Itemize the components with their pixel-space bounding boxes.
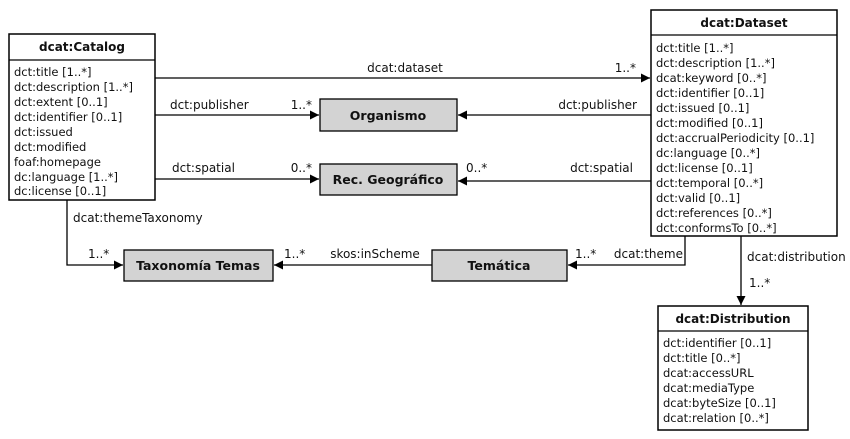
dataset-attr: dct:accrualPeriodicity [0..1]	[656, 131, 814, 145]
rec-geografico-node: Rec. Geográfico	[319, 163, 458, 196]
organismo-label: Organismo	[350, 108, 427, 123]
distribution-attr: dcat:relation [0..*]	[663, 411, 769, 425]
dataset-theme-edge	[568, 236, 686, 270]
dataset-spatial-label: dct:spatial	[570, 161, 633, 175]
dataset-theme-label: dcat:theme	[614, 247, 683, 261]
dataset-attr: dct:issued [0..1]	[656, 101, 749, 115]
dataset-attr: dc:language [0..*]	[656, 146, 760, 160]
dataset-attr: dct:identifier [0..1]	[656, 86, 764, 100]
distribution-attr: dcat:accessURL	[663, 366, 754, 380]
distribution-attr: dcat:byteSize [0..1]	[663, 396, 776, 410]
catalog-dataset-label: dcat:dataset	[367, 61, 443, 75]
dataset-distribution-label: dcat:distribution	[747, 250, 846, 264]
catalog-spatial-multiplicity: 0..*	[291, 161, 312, 175]
dataset-attr: dct:conformsTo [0..*]	[656, 221, 777, 235]
catalog-class: dcat:Catalog dct:title [1..*] dct:descri…	[8, 33, 156, 201]
dataset-spatial-multiplicity: 0..*	[466, 161, 487, 175]
dataset-attr: dcat:keyword [0..*]	[656, 71, 766, 85]
catalog-attr: dct:title [1..*]	[14, 65, 92, 79]
catalog-attr: foaf:homepage	[14, 155, 101, 169]
catalog-dataset-multiplicity: 1..*	[615, 61, 636, 75]
taxonomia-temas-node: Taxonomía Temas	[123, 249, 274, 282]
catalog-attr: dct:modified	[14, 140, 86, 154]
catalog-theme-taxonomy-multiplicity: 1..*	[88, 247, 109, 261]
dataset-publisher-label: dct:publisher	[558, 98, 637, 112]
rec-geografico-label: Rec. Geográfico	[333, 172, 444, 187]
tematica-node: Temática	[431, 249, 568, 282]
catalog-publisher-multiplicity: 1..*	[291, 98, 312, 112]
dataset-attr: dct:valid [0..1]	[656, 191, 740, 205]
catalog-attr: dct:description [1..*]	[14, 80, 133, 94]
catalog-attr: dc:language [1..*]	[14, 170, 118, 184]
dataset-title: dcat:Dataset	[700, 16, 788, 30]
catalog-attr: dct:identifier [0..1]	[14, 110, 122, 124]
dataset-attr: dct:modified [0..1]	[656, 116, 763, 130]
distribution-attr: dct:title [0..*]	[663, 351, 741, 365]
dataset-attr: dct:title [1..*]	[656, 41, 734, 55]
tematica-label: Temática	[468, 258, 531, 273]
dataset-class: dcat:Dataset dct:title [1..*] dct:descri…	[650, 9, 838, 237]
organismo-node: Organismo	[319, 98, 458, 132]
catalog-theme-taxonomy-label: dcat:themeTaxonomy	[73, 211, 203, 225]
catalog-spatial-label: dct:spatial	[172, 161, 235, 175]
catalog-title: dcat:Catalog	[39, 40, 125, 54]
distribution-attr: dcat:mediaType	[663, 381, 754, 395]
dataset-attr: dct:references [0..*]	[656, 206, 772, 220]
catalog-publisher-label: dct:publisher	[170, 98, 249, 112]
catalog-attr: dc:license [0..1]	[14, 184, 106, 198]
catalog-attr: dct:issued	[14, 125, 73, 139]
dataset-attr: dct:license [0..1]	[656, 161, 753, 175]
tematica-inscheme-multiplicity: 1..*	[284, 247, 305, 261]
taxonomia-temas-label: Taxonomía Temas	[136, 258, 260, 273]
distribution-title: dcat:Distribution	[675, 312, 790, 326]
dataset-attr: dct:temporal [0..*]	[656, 176, 763, 190]
distribution-class: dcat:Distribution dct:identifier [0..1] …	[657, 305, 809, 431]
distribution-attr: dct:identifier [0..1]	[663, 336, 771, 350]
dataset-attr: dct:description [1..*]	[656, 56, 775, 70]
tematica-inscheme-label: skos:inScheme	[330, 247, 420, 261]
dataset-theme-multiplicity: 1..*	[575, 247, 596, 261]
dataset-distribution-multiplicity: 1..*	[749, 276, 770, 290]
catalog-theme-taxonomy-edge	[66, 200, 123, 270]
catalog-attr: dct:extent [0..1]	[14, 95, 108, 109]
